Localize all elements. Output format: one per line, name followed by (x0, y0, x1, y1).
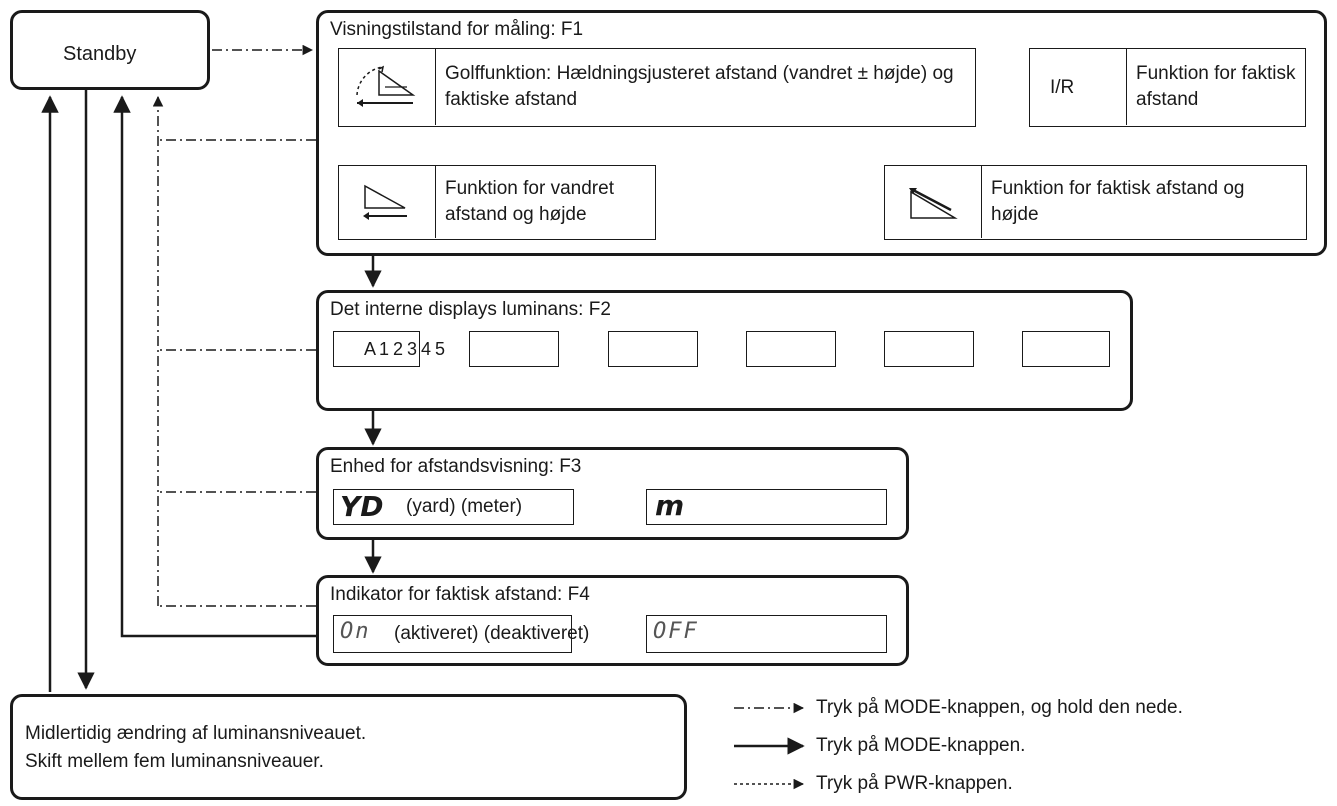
luminance-box-1 (469, 331, 559, 367)
f4-title: Indikator for faktisk afstand: F4 (330, 584, 590, 605)
meter-box: m (646, 489, 887, 525)
yard-box: YD (yard) (meter) (333, 489, 574, 525)
actual-height-mode-label: Funktion for faktisk afstand og højde (991, 178, 1245, 225)
horizontal-distance-icon (363, 184, 407, 220)
off-symbol: OFF (653, 619, 699, 644)
actual-height-mode-box: Funktion for faktisk afstand og højde (884, 165, 1307, 240)
horizontal-mode-box: Funktion for vandret afstand og højde (338, 165, 656, 240)
ir-symbol: I/R (1050, 77, 1075, 98)
return-press-line (113, 95, 316, 638)
luminance-box-5 (1022, 331, 1110, 367)
legend-pwr-label: Tryk på PWR-knappen. (816, 773, 1013, 794)
temporary-luminance-line2: Skift mellem fem luminansniveauer. (25, 751, 324, 772)
golf-mode-label: Golffunktion: Hældningsjusteret afstand … (445, 63, 954, 110)
ir-mode-box: I/R Funktion for faktisk afstand (1029, 48, 1306, 127)
meter-symbol: m (655, 489, 685, 522)
luminance-box-4 (884, 331, 974, 367)
golf-slope-icon (356, 65, 416, 107)
actual-distance-label: Funktion for faktisk afstand (1136, 63, 1296, 110)
on-box: On (aktiveret) (deaktiveret) (333, 615, 589, 653)
units-label: (yard) (meter) (406, 496, 523, 517)
luminance-box-2 (608, 331, 698, 367)
off-box: OFF (646, 615, 887, 653)
legend-press-label: Tryk på MODE-knappen. (816, 735, 1026, 756)
f2-panel: Det interne displays luminans: F2 (316, 290, 1133, 411)
f3-title: Enhed for afstandsvisning: F3 (330, 456, 582, 477)
f2-title: Det interne displays luminans: F2 (330, 299, 611, 320)
legend-hold-label: Tryk på MODE-knappen, og hold den nede. (816, 697, 1183, 718)
luminance-box-a: A 1 2 3 4 5 (333, 331, 445, 367)
standby-label: Standby (63, 43, 137, 65)
golf-mode-box: Golffunktion: Hældningsjusteret afstand … (338, 48, 976, 127)
actual-distance-height-icon (909, 188, 958, 219)
temporary-luminance-box: Midlertidig ændring af luminansniveauet.… (10, 694, 687, 800)
yard-symbol: YD (340, 490, 384, 523)
luminance-box-3 (746, 331, 836, 367)
f1-title: Visningstilstand for måling: F1 (330, 19, 584, 40)
standby-box: Standby (10, 10, 210, 90)
states-label: (aktiveret) (deaktiveret) (394, 623, 590, 644)
horizontal-mode-label: Funktion for vandret afstand og højde (445, 178, 614, 225)
temporary-luminance-line1: Midlertidig ændring af luminansniveauet. (25, 723, 367, 744)
on-symbol: On (340, 619, 371, 644)
luminance-levels: A 1 2 3 4 5 (364, 339, 445, 359)
